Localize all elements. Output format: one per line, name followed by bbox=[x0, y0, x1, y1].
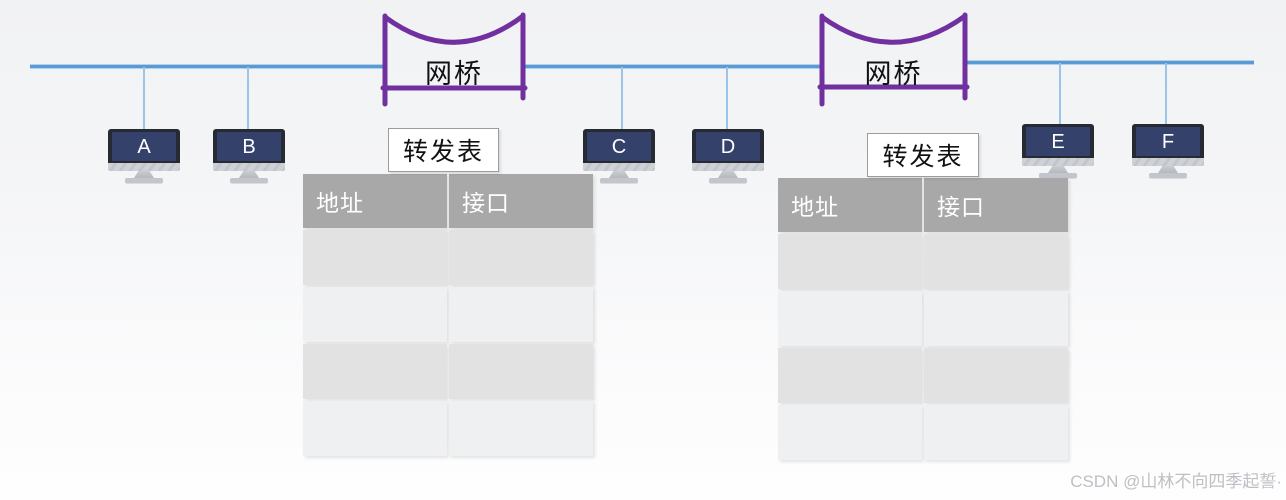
computer-e: E bbox=[1022, 124, 1094, 178]
monitor-stand-neck bbox=[134, 171, 154, 178]
table-row bbox=[303, 401, 593, 456]
screen: E bbox=[1026, 127, 1090, 156]
host-label: E bbox=[1051, 130, 1065, 153]
monitor-chin bbox=[213, 163, 285, 171]
monitor-stand-base bbox=[1039, 173, 1077, 178]
watermark: CSDN @山林不向四季起誓· bbox=[1070, 472, 1282, 491]
table-cell-interface bbox=[924, 291, 1068, 346]
bridge-2: 网桥 bbox=[815, 10, 972, 108]
host-label: F bbox=[1161, 130, 1175, 153]
monitor-icon: F bbox=[1132, 124, 1204, 158]
monitor-icon: D bbox=[692, 129, 764, 163]
monitor-stand-neck bbox=[1158, 166, 1178, 173]
table-cell-interface bbox=[924, 234, 1068, 289]
bridge-shape-icon bbox=[817, 12, 970, 107]
table-row bbox=[303, 344, 593, 399]
table-header-row: 地址 接口 bbox=[778, 178, 1068, 232]
table-header-row: 地址 接口 bbox=[303, 174, 593, 228]
column-header-interface: 接口 bbox=[924, 178, 1068, 232]
link-host-c bbox=[621, 67, 623, 129]
screen: A bbox=[112, 132, 176, 161]
link-host-d bbox=[726, 67, 728, 129]
column-header-interface: 接口 bbox=[449, 174, 593, 228]
forwarding-table-title: 转发表 bbox=[402, 139, 484, 166]
bridge-label: 网桥 bbox=[864, 59, 923, 89]
monitor-stand-base bbox=[125, 178, 163, 183]
monitor-chin bbox=[692, 163, 764, 171]
monitor-chin bbox=[1022, 158, 1094, 166]
monitor-icon: B bbox=[213, 129, 285, 163]
monitor-stand-neck bbox=[718, 171, 738, 178]
monitor-icon: E bbox=[1022, 124, 1094, 158]
table-cell-address bbox=[778, 234, 922, 289]
monitor-stand-neck bbox=[1048, 166, 1068, 173]
table-cell-interface bbox=[924, 405, 1068, 460]
link-host-a bbox=[143, 67, 145, 130]
screen: C bbox=[587, 132, 651, 161]
forwarding-table-1: 地址 接口 bbox=[303, 174, 593, 456]
link-host-e bbox=[1059, 63, 1061, 125]
computer-a: A bbox=[108, 129, 180, 183]
table-cell-address bbox=[303, 230, 447, 285]
table-row bbox=[778, 348, 1068, 403]
table-row bbox=[303, 287, 593, 342]
link-host-b bbox=[247, 67, 249, 130]
table-cell-interface bbox=[449, 287, 593, 342]
monitor-stand-base bbox=[600, 178, 638, 183]
table-row bbox=[778, 234, 1068, 289]
screen: B bbox=[217, 132, 281, 161]
monitor-chin bbox=[583, 163, 655, 171]
monitor-icon: C bbox=[583, 129, 655, 163]
host-label: D bbox=[720, 135, 736, 158]
screen: F bbox=[1136, 127, 1200, 156]
table-cell-address bbox=[303, 401, 447, 456]
bus-segment-1 bbox=[30, 64, 385, 69]
forwarding-table-label-2: 转发表 bbox=[867, 133, 979, 177]
host-label: B bbox=[242, 135, 256, 158]
bus-segment-2 bbox=[523, 64, 822, 69]
computer-f: F bbox=[1132, 124, 1204, 178]
table-row bbox=[778, 291, 1068, 346]
screen: D bbox=[696, 132, 760, 161]
table-cell-address bbox=[778, 348, 922, 403]
monitor-chin bbox=[1132, 158, 1204, 166]
host-label: C bbox=[611, 135, 627, 158]
computer-b: B bbox=[213, 129, 285, 183]
column-header-address: 地址 bbox=[303, 174, 447, 228]
table-cell-interface bbox=[449, 401, 593, 456]
table-cell-address bbox=[778, 291, 922, 346]
table-row bbox=[303, 230, 593, 285]
column-header-address: 地址 bbox=[778, 178, 922, 232]
monitor-icon: A bbox=[108, 129, 180, 163]
table-cell-address bbox=[778, 405, 922, 460]
computer-c: C bbox=[583, 129, 655, 183]
forwarding-table-2: 地址 接口 bbox=[778, 178, 1068, 460]
monitor-stand-base bbox=[230, 178, 268, 183]
link-host-f bbox=[1165, 63, 1167, 125]
table-cell-address bbox=[303, 287, 447, 342]
monitor-stand-neck bbox=[609, 171, 629, 178]
host-label: A bbox=[137, 135, 151, 158]
bridge-label: 网桥 bbox=[425, 59, 483, 89]
bridge-1: 网桥 bbox=[378, 10, 530, 108]
table-cell-address bbox=[303, 344, 447, 399]
table-cell-interface bbox=[449, 230, 593, 285]
monitor-stand-base bbox=[709, 178, 747, 183]
table-cell-interface bbox=[924, 348, 1068, 403]
forwarding-table-title: 转发表 bbox=[882, 144, 964, 171]
bus-segment-3 bbox=[965, 60, 1254, 65]
forwarding-table-label-1: 转发表 bbox=[388, 128, 499, 172]
monitor-stand-base bbox=[1149, 173, 1187, 178]
monitor-stand-neck bbox=[239, 171, 259, 178]
computer-d: D bbox=[692, 129, 764, 183]
bridge-shape-icon bbox=[380, 12, 528, 107]
monitor-chin bbox=[108, 163, 180, 171]
table-row bbox=[778, 405, 1068, 460]
table-cell-interface bbox=[449, 344, 593, 399]
